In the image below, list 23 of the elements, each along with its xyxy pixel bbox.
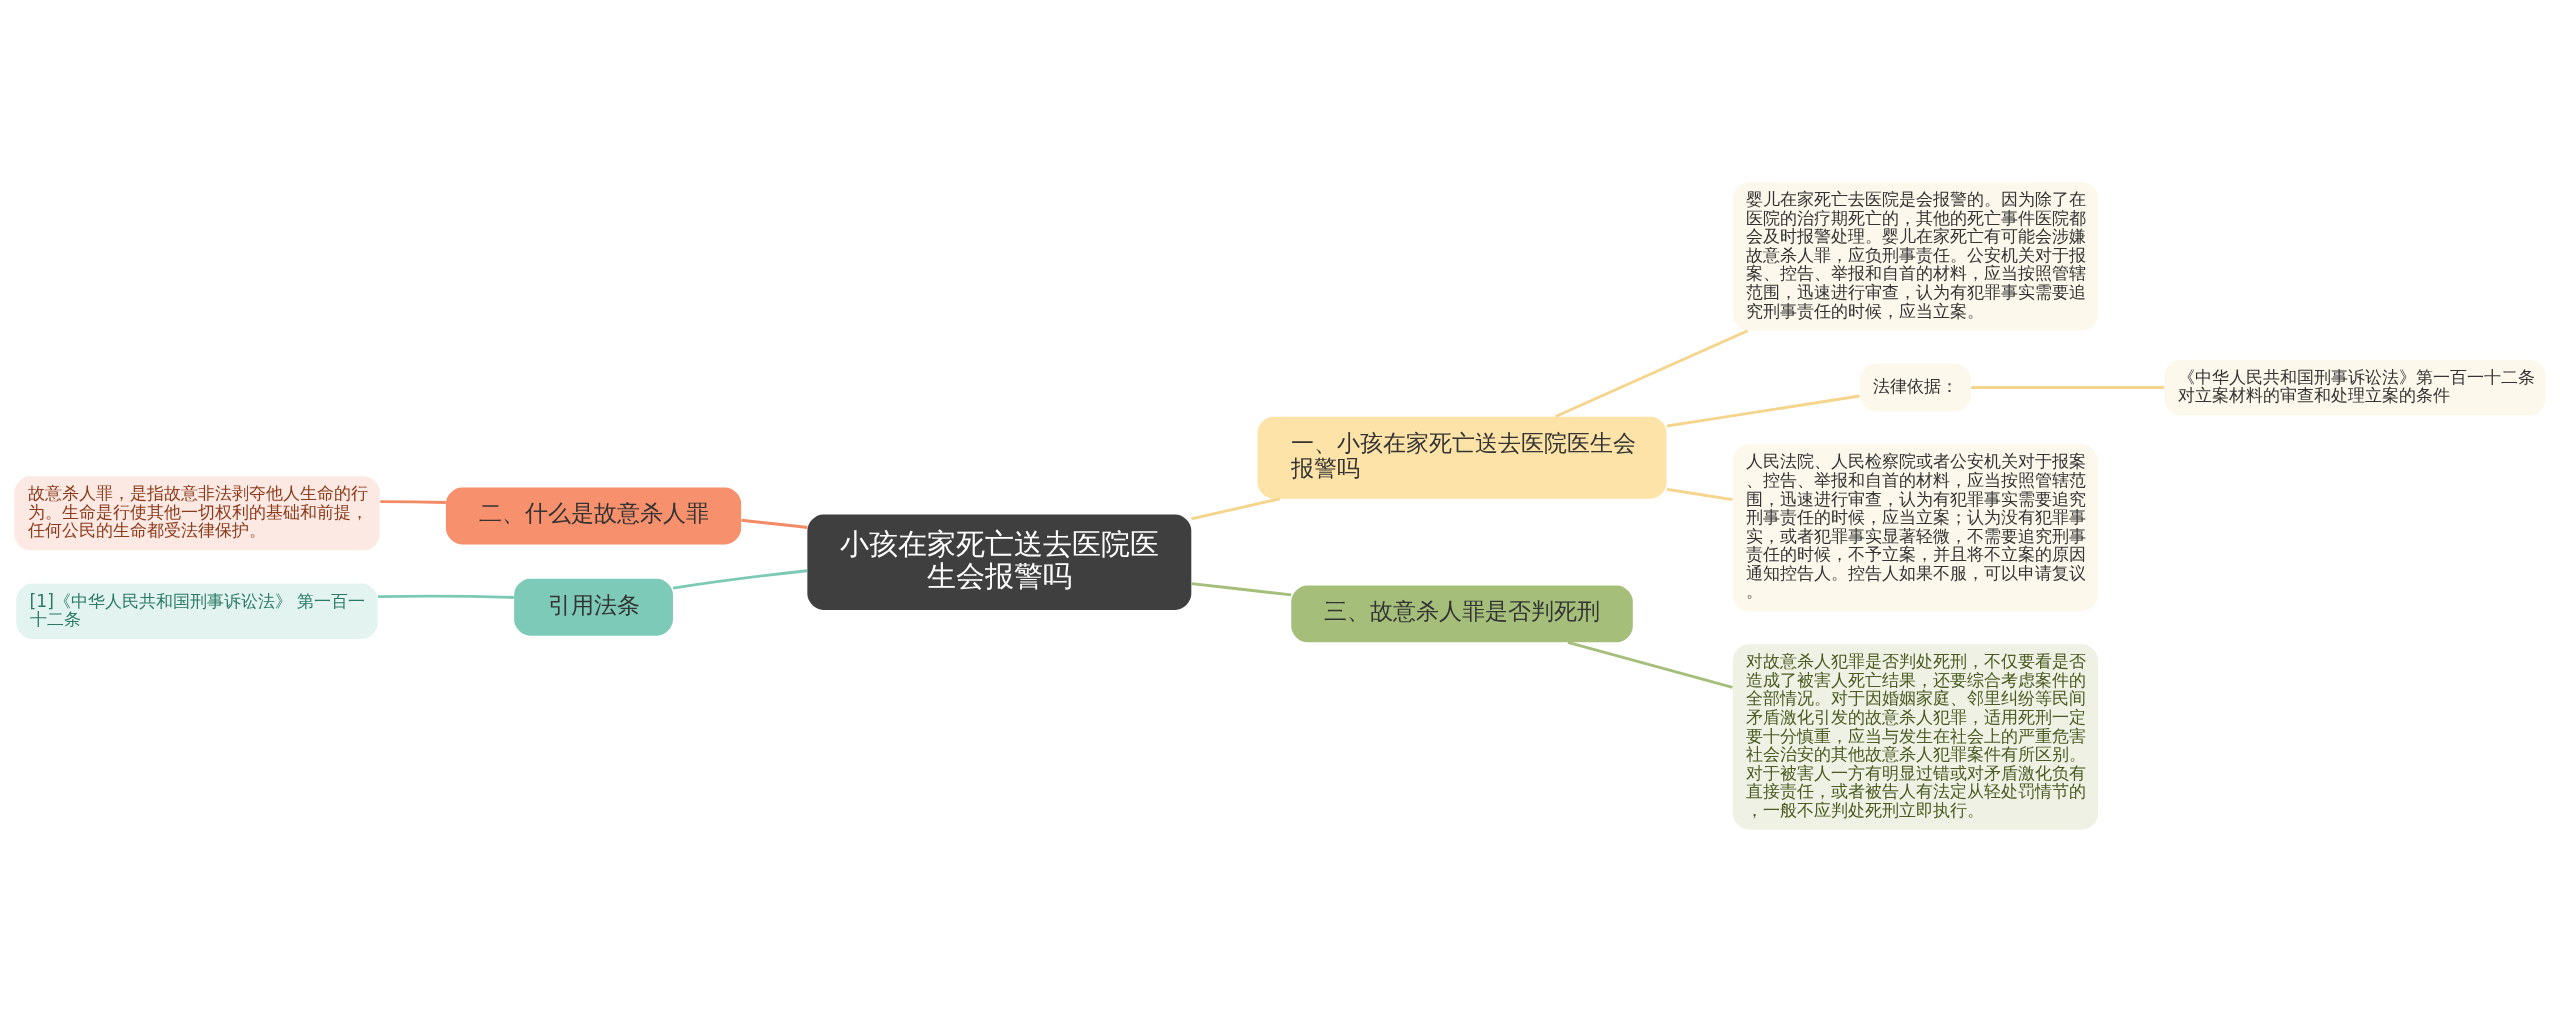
- node-box: [1]《中华人民共和国刑事诉讼法》 第一百一十二条: [16, 582, 378, 639]
- node-box: 二、什么是故意杀人罪: [445, 486, 742, 544]
- node-box: 人民法院、人民检察院或者公安机关对于报案、控告、举报和自首的材料，应当按照管辖范围，迅速进行审查，认为有犯罪事实需要追究刑事责任的时候，应当立案；认为没有犯罪事实，或者犯罪事实显著轻微，不需要追究刑事责任的时候，不予立案，并且将不立案的原因通知控告人。控告人如果不服，可以申请复议。: [1732, 443, 2099, 611]
- connector: [377, 594, 514, 599]
- node-box: 引用法条: [514, 578, 673, 636]
- node-box: 一、小孩在家死亡送去医院医生会报警吗: [1257, 416, 1667, 499]
- connector: [1567, 640, 1733, 689]
- connector: [1555, 328, 1749, 418]
- node-box: 故意杀人罪，是指故意非法剥夺他人生命的行为。生命是行使其他一切权利的基础和前提，任何公民的生命都受法律保护。: [14, 475, 380, 550]
- node-box: 法律依据：: [1859, 363, 1972, 411]
- connector: [380, 499, 446, 504]
- node-box: 三、故意杀人罪是否判死刑: [1291, 584, 1633, 642]
- connector: [1191, 496, 1281, 520]
- connector: [672, 568, 808, 589]
- connector: [1971, 385, 2165, 389]
- node-box: 《中华人民共和国刑事诉讼法》第一百一十二条对立案材料的审查和处理立案的条件: [2164, 359, 2546, 415]
- node-box: 婴儿在家死亡去医院是会报警的。因为除了在医院的治疗期死亡的，其他的死亡事件医院都会及时报警处理。婴儿在家死亡有可能会涉嫌故意杀人罪，应负刑事责任。公安机关对于报案、控告、举报和自首的材料，应当按照管辖范围，迅速进行审查，认为有犯罪事实需要追究刑事责任的时候，应当立案。: [1732, 181, 2099, 331]
- connector: [1666, 394, 1860, 427]
- connector: [741, 518, 808, 529]
- connector: [1666, 487, 1733, 501]
- node-box: 小孩在家死亡送去医院医生会报警吗: [807, 514, 1192, 610]
- node-box: 对故意杀人犯罪是否判处死刑，不仅要看是否造成了被害人死亡结果，还要综合考虑案件的全部情况。对于因婚姻家庭、邻里纠纷等民间矛盾激化引发的故意杀人犯罪，适用死刑一定要十分慎重，应当与发生在社会上的严重危害社会治安的其他故意杀人犯罪案件有所区别。对于被害人一方有明显过错或对矛盾激化负有直接责任，或者被告人有法定从轻处罚情节的，一般不应判处死刑立即执行。: [1732, 643, 2099, 830]
- connector: [1191, 581, 1292, 596]
